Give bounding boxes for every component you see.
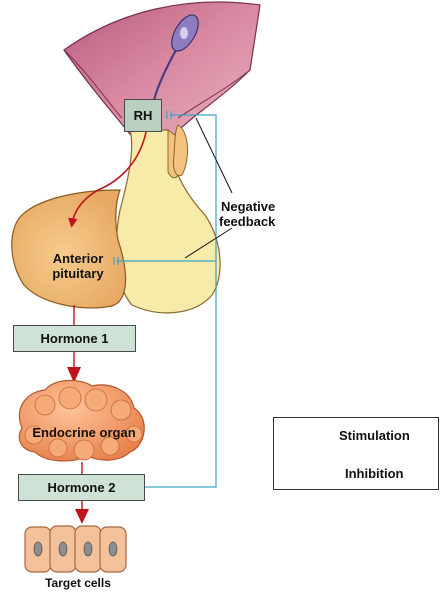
endocrine-organ <box>18 379 145 462</box>
hormone2-to-cells-arrow <box>75 500 89 524</box>
hypothalamus <box>63 1 261 141</box>
legend-stimulation-label: Stimulation <box>339 428 410 443</box>
neuron <box>152 14 199 101</box>
target-cells-label: Target cells <box>45 576 111 590</box>
negative-feedback-leaders <box>184 117 233 259</box>
negative-feedback-label: Negative feedback <box>219 199 275 229</box>
target-cells <box>24 525 127 573</box>
rh-to-pituitary-arrow <box>68 131 147 228</box>
negative-feedback-line2: feedback <box>219 214 276 229</box>
hormone1-to-organ-arrow <box>67 351 81 383</box>
anterior-pituitary-label: Anterior pituitary <box>46 251 110 281</box>
hormone2-box: Hormone 2 <box>18 474 145 501</box>
endocrine-organ-label: Endocrine organ <box>32 425 136 440</box>
anterior-pituitary-line1: Anterior <box>52 251 104 266</box>
legend-inhibition-label: Inhibition <box>345 466 404 481</box>
hormone2-label: Hormone 2 <box>47 480 116 495</box>
anterior-pituitary-line2: pituitary <box>52 266 104 281</box>
negative-feedback-pathway <box>113 111 217 488</box>
rh-label: RH <box>133 108 153 123</box>
hormone1-box: Hormone 1 <box>13 325 136 352</box>
rh-box: RH <box>124 99 162 132</box>
posterior-pituitary <box>115 129 221 314</box>
negative-feedback-line1: Negative <box>221 199 276 214</box>
anterior-pituitary <box>11 189 127 309</box>
legend <box>273 417 439 490</box>
hormone1-label: Hormone 1 <box>40 331 109 346</box>
stalk-ridge <box>173 124 188 177</box>
